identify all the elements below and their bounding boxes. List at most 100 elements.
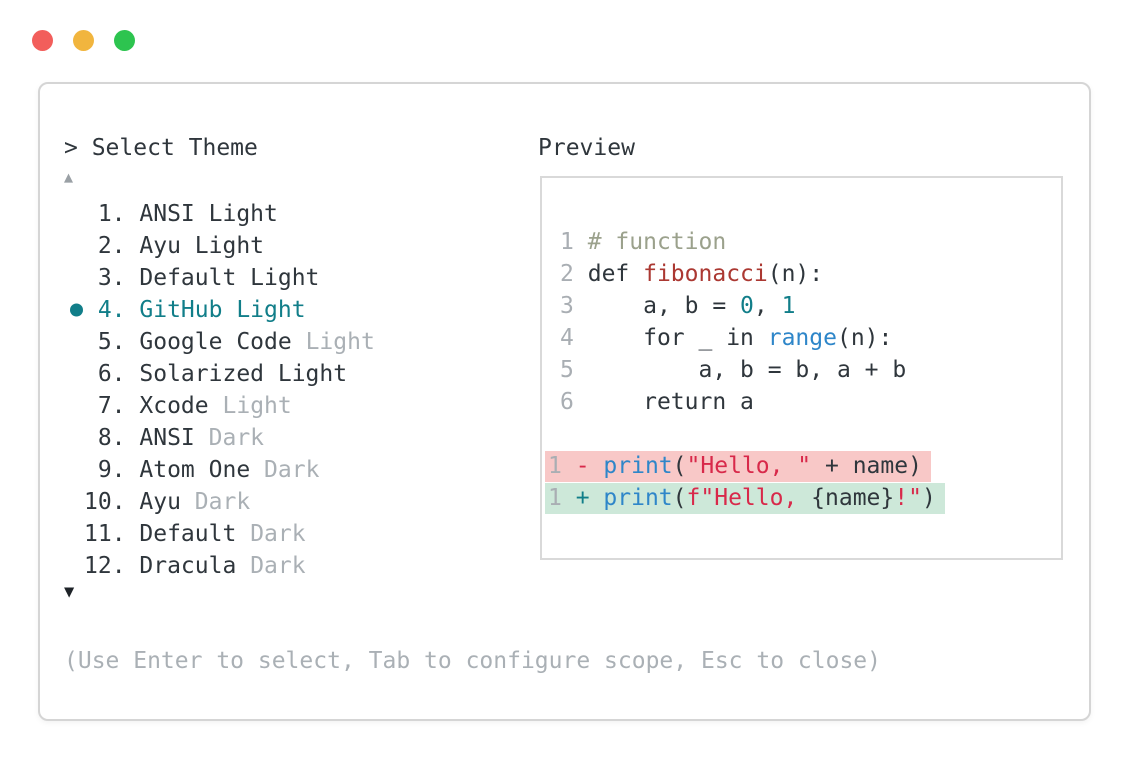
code-token: (	[672, 485, 687, 511]
theme-number: 3.	[97, 265, 126, 291]
prompt-label: Select Theme	[91, 135, 258, 161]
code-token: range	[767, 325, 837, 351]
code-token: + name	[811, 453, 909, 479]
code-token: )	[908, 453, 922, 479]
code-token: {name}	[811, 485, 895, 511]
theme-name: Ayu Light	[139, 233, 265, 259]
theme-number: 4.	[97, 297, 126, 323]
theme-prompt: > Select Theme	[64, 132, 258, 164]
theme-name: Dracula	[139, 553, 237, 579]
code-token: "Hello, "	[686, 453, 812, 479]
scroll-up-icon[interactable]: ▲	[64, 168, 74, 186]
line-number: 3	[560, 293, 574, 319]
code-token: print	[603, 485, 673, 511]
theme-name: Solarized Light	[139, 361, 348, 387]
preview-title: Preview	[538, 135, 635, 161]
theme-option-ansi[interactable]: 8. ANSI Dark	[84, 422, 375, 454]
theme-name: GitHub Light	[139, 297, 306, 323]
theme-option-google-code[interactable]: 5. Google Code Light	[84, 326, 375, 358]
line-number: 4	[560, 325, 574, 351]
theme-number: 12.	[84, 553, 126, 579]
code-token: fibonacci	[643, 261, 768, 287]
code-token: a, b =	[587, 293, 741, 319]
code-line: 4 for _ in range(n):	[560, 322, 1061, 354]
code-token: +	[575, 485, 604, 511]
theme-number: 10.	[84, 489, 126, 515]
line-number: 1	[548, 485, 562, 511]
code-token: return a	[587, 389, 754, 415]
code-token: (	[672, 453, 687, 479]
theme-name: Google Code	[139, 329, 292, 355]
code-token: !"	[894, 485, 922, 511]
theme-option-solarized-light[interactable]: 6. Solarized Light	[84, 358, 375, 390]
code-token: f"Hello,	[686, 485, 812, 511]
theme-number: 5.	[97, 329, 126, 355]
theme-option-ayu[interactable]: 10. Ayu Dark	[84, 486, 375, 518]
theme-name: ANSI Light	[139, 201, 278, 227]
theme-option-dracula[interactable]: 12. Dracula Dark	[84, 550, 375, 582]
code-token: -	[575, 453, 604, 479]
theme-number: 7.	[97, 393, 126, 419]
theme-name: Default	[139, 521, 237, 547]
theme-variant: Dark	[250, 521, 306, 547]
window-controls	[32, 30, 135, 51]
maximize-button[interactable]	[114, 30, 135, 51]
code-token: print	[603, 453, 673, 479]
theme-variant: Dark	[250, 553, 306, 579]
code-token: def	[587, 261, 644, 287]
prompt-caret-icon: >	[64, 135, 92, 161]
line-number: 1	[548, 453, 562, 479]
code-token: # function	[587, 229, 727, 255]
code-token: for _ in	[587, 325, 768, 351]
theme-number: 2.	[97, 233, 126, 259]
diff-line-removed: 1 - print("Hello, " + name)	[545, 451, 931, 482]
code-token: (n):	[836, 325, 893, 351]
theme-number: 9.	[97, 457, 126, 483]
minimize-button[interactable]	[73, 30, 94, 51]
code-line: 1 # function	[560, 226, 1061, 258]
theme-name: Default Light	[139, 265, 320, 291]
theme-number: 8.	[97, 425, 126, 451]
theme-variant: Dark	[194, 489, 251, 515]
line-number: 5	[560, 357, 574, 383]
code-line: 5 a, b = b, a + b	[560, 354, 1061, 386]
code-token: )	[921, 485, 936, 511]
code-token: 1	[781, 293, 796, 319]
theme-variant: Dark	[208, 425, 265, 451]
close-button[interactable]	[32, 30, 53, 51]
theme-name: ANSI	[139, 425, 195, 451]
diff-line-added: 1 + print(f"Hello, {name}!")	[545, 483, 945, 514]
code-line: 3 a, b = 0, 1	[560, 290, 1061, 322]
scroll-down-icon[interactable]: ▼	[64, 582, 75, 602]
theme-name: Xcode	[139, 393, 209, 419]
theme-number: 11.	[84, 521, 126, 547]
theme-option-default-light[interactable]: 3. Default Light	[84, 262, 375, 294]
theme-option-ansi-light[interactable]: 1. ANSI Light	[84, 198, 375, 230]
theme-variant: Light	[222, 393, 292, 419]
theme-variant: Dark	[264, 457, 320, 483]
line-number: 6	[560, 389, 574, 415]
theme-number: 1.	[97, 201, 126, 227]
theme-option-xcode[interactable]: 7. Xcode Light	[84, 390, 375, 422]
line-number: 2	[560, 261, 574, 287]
theme-name: Ayu	[139, 489, 181, 515]
code-line: 6 return a	[560, 386, 1061, 418]
code-token: ,	[753, 293, 782, 319]
theme-option-github-light[interactable]: 4. GitHub Light	[70, 294, 375, 326]
line-number: 1	[560, 229, 574, 255]
code-token: (n):	[767, 261, 824, 287]
code-token: 0	[740, 293, 754, 319]
theme-number: 6.	[97, 361, 126, 387]
help-text: (Use Enter to select, Tab to configure s…	[64, 648, 881, 674]
theme-variant: Light	[305, 329, 375, 355]
theme-name: Atom One	[139, 457, 251, 483]
theme-option-default[interactable]: 11. Default Dark	[84, 518, 375, 550]
theme-option-ayu-light[interactable]: 2. Ayu Light	[84, 230, 375, 262]
theme-option-atom-one[interactable]: 9. Atom One Dark	[84, 454, 375, 486]
selected-dot-icon	[70, 303, 83, 317]
